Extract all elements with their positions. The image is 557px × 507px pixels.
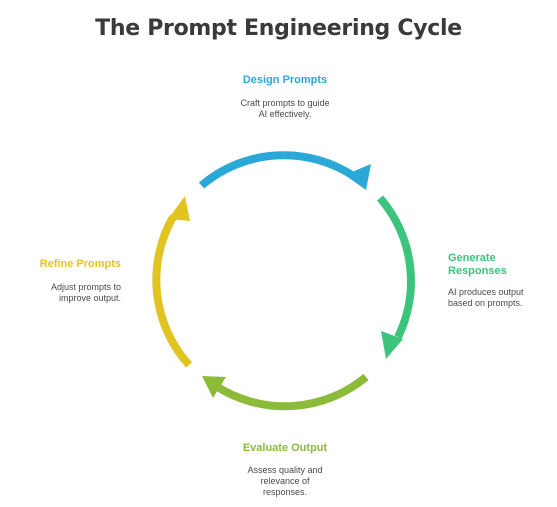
refine-prompts-title: Refine Prompts	[39, 258, 121, 270]
generate-arrowhead-icon	[381, 331, 403, 359]
evaluate-output-description: Assess quality and relevance of response…	[247, 465, 323, 497]
refine-arrowhead-icon	[168, 196, 190, 221]
diagram-title: The Prompt Engineering Cycle	[95, 16, 462, 41]
design-prompts-description: Craft prompts to guide AI effectively.	[240, 98, 330, 119]
evaluate-output-title: Evaluate Output	[242, 442, 328, 454]
design-arrowhead-icon	[345, 164, 371, 190]
evaluate-arc	[213, 373, 369, 411]
refine-prompts-description: Adjust prompts to improve output.	[50, 282, 121, 303]
generate-responses-title: Generate Responses	[448, 252, 507, 277]
generate-responses-description: AI produces output based on prompts.	[448, 287, 524, 308]
design-prompts-title: Design Prompts	[242, 74, 328, 86]
design-arc	[198, 151, 357, 189]
generate-arc	[376, 195, 415, 339]
refine-arc	[152, 215, 192, 368]
evaluate-arrowhead-icon	[202, 376, 226, 398]
